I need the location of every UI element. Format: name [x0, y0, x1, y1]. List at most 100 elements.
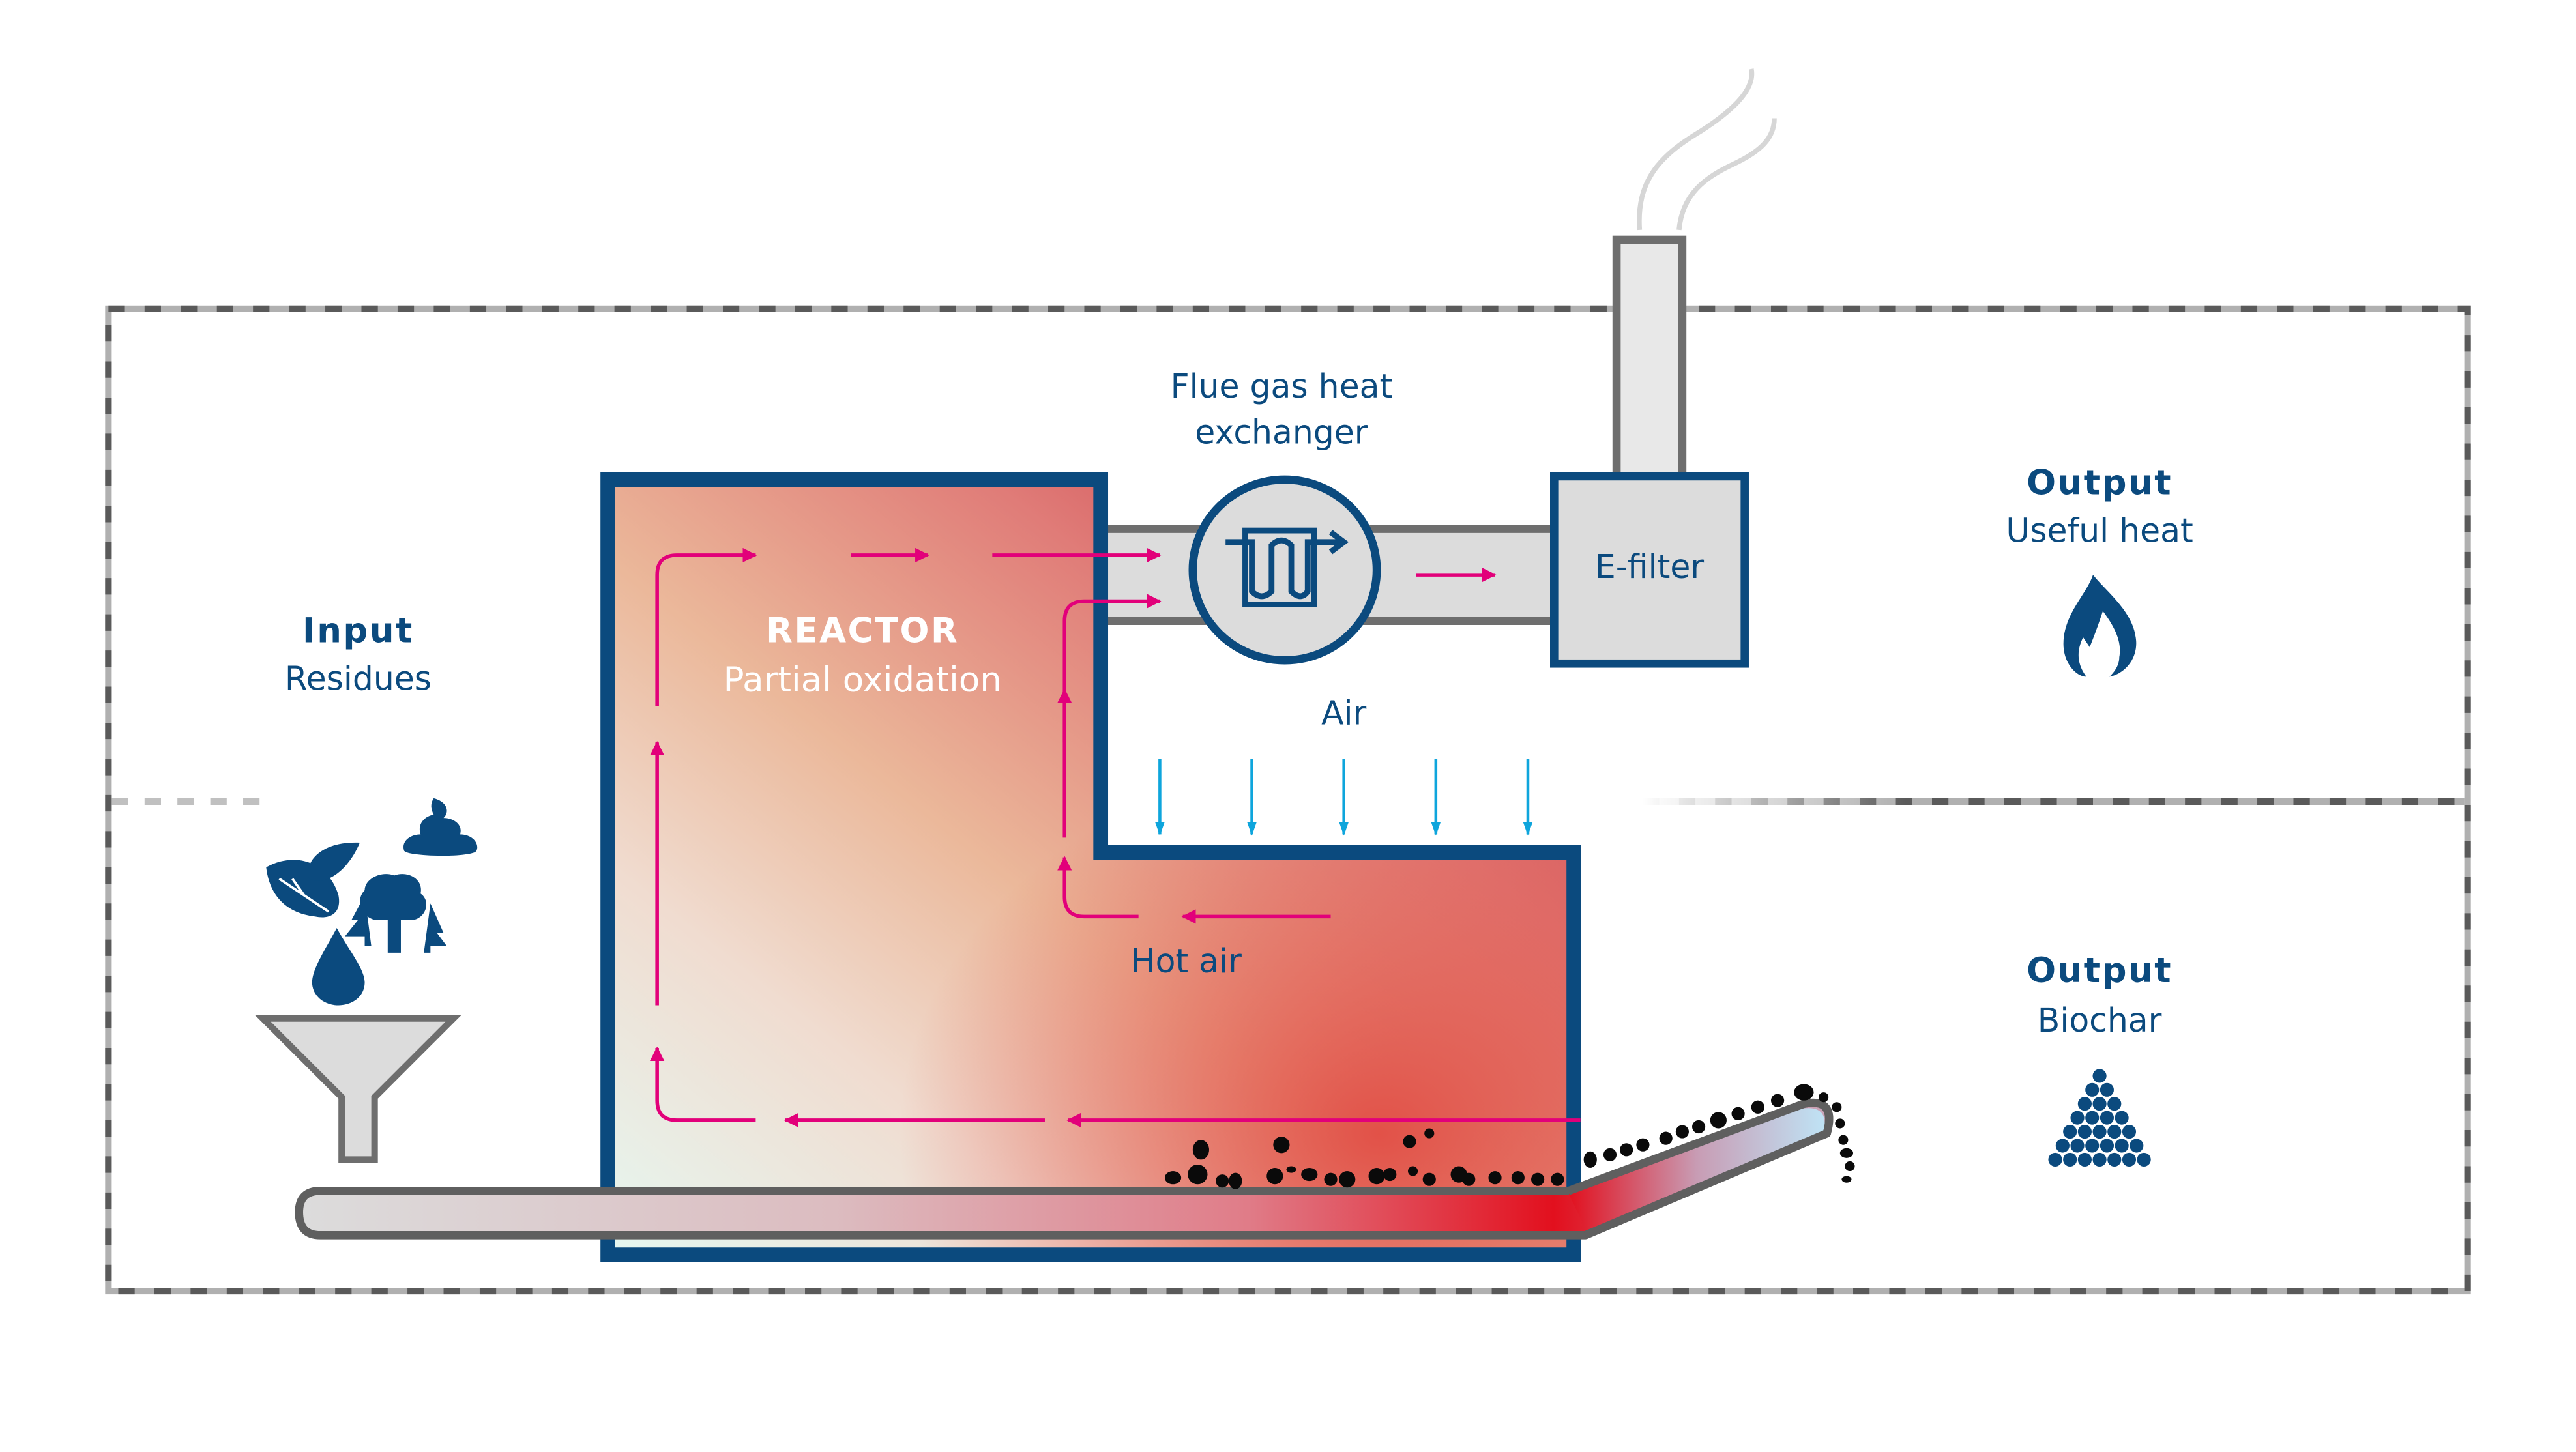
biochar-dot	[2070, 1139, 2085, 1153]
input-subheading: Residues	[285, 660, 432, 698]
char-particle	[1659, 1131, 1673, 1145]
output-biochar-subheading: Biochar	[2038, 1001, 2162, 1039]
input-heading: Input	[302, 611, 414, 650]
biochar-dot	[2100, 1082, 2115, 1097]
biochar-dot	[2137, 1152, 2151, 1167]
char-particle	[1511, 1171, 1525, 1185]
flow-arrow	[1062, 594, 1162, 743]
biochar-dot	[2100, 1139, 2115, 1153]
trees-icon	[345, 874, 447, 953]
biochar-dot	[2092, 1097, 2107, 1111]
biochar-dot	[2063, 1152, 2077, 1167]
biochar-dot	[2048, 1152, 2062, 1167]
biochar-dot	[2063, 1124, 2077, 1139]
char-particle	[1675, 1125, 1689, 1139]
manure-icon	[403, 798, 478, 856]
flue-gas-heat-exchanger: Flue gas heat exchanger	[1171, 367, 1393, 665]
char-particle	[1839, 1148, 1854, 1158]
biochar-dot	[2092, 1124, 2107, 1139]
char-particle	[1273, 1137, 1290, 1154]
char-particle	[1794, 1084, 1814, 1101]
water-drop-icon	[312, 928, 365, 1006]
biochar-dot	[2130, 1139, 2144, 1153]
flow-arrow	[655, 547, 757, 706]
char-particle	[1751, 1100, 1764, 1114]
biochar-dot	[2085, 1082, 2100, 1097]
hot-air-label: Hot air	[1131, 942, 1242, 980]
biochar-dot	[2092, 1152, 2107, 1167]
biochar-dot	[2085, 1139, 2100, 1153]
biochar-dot	[2107, 1124, 2122, 1139]
smoke-icon	[1637, 68, 1777, 231]
chimney	[1612, 68, 1777, 484]
heat-exchanger-label-line2: exchanger	[1195, 413, 1368, 452]
biochar-dot	[2077, 1152, 2092, 1167]
char-particle	[1286, 1166, 1296, 1173]
char-particle	[1835, 1118, 1845, 1129]
char-particle	[1636, 1138, 1650, 1152]
char-particle	[1229, 1172, 1242, 1189]
biochar-dot	[2077, 1124, 2092, 1139]
conveyor	[295, 1099, 1834, 1240]
system-boundary	[105, 305, 2471, 1295]
char-particle	[1192, 1140, 1210, 1160]
char-particle	[1819, 1092, 1829, 1103]
biochar-dot	[2115, 1139, 2129, 1153]
char-particle	[1216, 1174, 1229, 1188]
char-particle	[1710, 1112, 1727, 1129]
output-heat-subheading: Useful heat	[2006, 512, 2193, 550]
char-particle	[1531, 1172, 1545, 1186]
biochar-dot	[2107, 1152, 2122, 1167]
char-particle	[1771, 1094, 1785, 1107]
flame-icon	[2063, 575, 2137, 677]
reactor-heading: REACTOR	[766, 611, 959, 650]
char-particle	[1383, 1168, 1397, 1182]
biochar-dot	[2100, 1111, 2115, 1125]
reactor-subheading: Partial oxidation	[724, 660, 1002, 700]
char-particle	[1583, 1151, 1597, 1169]
char-particle	[1841, 1176, 1852, 1183]
output-heat-heading: Output	[2027, 463, 2173, 503]
biochar-dot	[2085, 1111, 2100, 1125]
char-particles	[1164, 1084, 1855, 1189]
char-particle	[1603, 1148, 1617, 1161]
biochar-dot	[2122, 1152, 2137, 1167]
air-input: Air	[1155, 694, 1533, 836]
input-section: Input Residues	[255, 611, 478, 1163]
char-particle	[1164, 1171, 1182, 1185]
char-particle	[1422, 1172, 1436, 1186]
air-label: Air	[1321, 694, 1366, 733]
output-biochar-heading: Output	[2027, 951, 2173, 991]
char-particle	[1403, 1135, 1416, 1148]
char-particle	[1838, 1135, 1849, 1145]
char-particle	[1188, 1164, 1208, 1185]
biochar-dot	[2107, 1097, 2122, 1111]
char-particle	[1266, 1168, 1283, 1185]
leaves-icon	[266, 842, 360, 918]
char-particle	[1462, 1172, 1476, 1186]
char-particle	[1424, 1128, 1435, 1139]
char-particle	[1845, 1161, 1855, 1172]
output-biochar-section: Output Biochar	[2027, 951, 2173, 1167]
char-particle	[1692, 1120, 1706, 1134]
char-particle	[1551, 1172, 1564, 1186]
output-heat-section: Output Useful heat	[2006, 463, 2193, 677]
hot-gas-flow-arrows	[650, 547, 1581, 1128]
flow-arrow	[650, 1046, 756, 1122]
char-particle	[1407, 1166, 1418, 1176]
char-particle	[1620, 1143, 1633, 1157]
heat-exchanger-label-line1: Flue gas heat	[1171, 367, 1393, 405]
char-particle	[1368, 1168, 1385, 1185]
biochar-dot	[2055, 1139, 2070, 1153]
flow-arrow	[1057, 856, 1139, 919]
char-particle	[1301, 1168, 1318, 1182]
biochar-dot	[2070, 1111, 2085, 1125]
char-particle	[1731, 1107, 1745, 1120]
char-particle	[1339, 1171, 1356, 1188]
e-filter-label: E-filter	[1595, 547, 1705, 586]
char-particle	[1324, 1172, 1338, 1186]
biochar-dot	[2115, 1111, 2129, 1125]
char-particle	[1488, 1171, 1502, 1185]
biochar-dot	[2122, 1124, 2137, 1139]
